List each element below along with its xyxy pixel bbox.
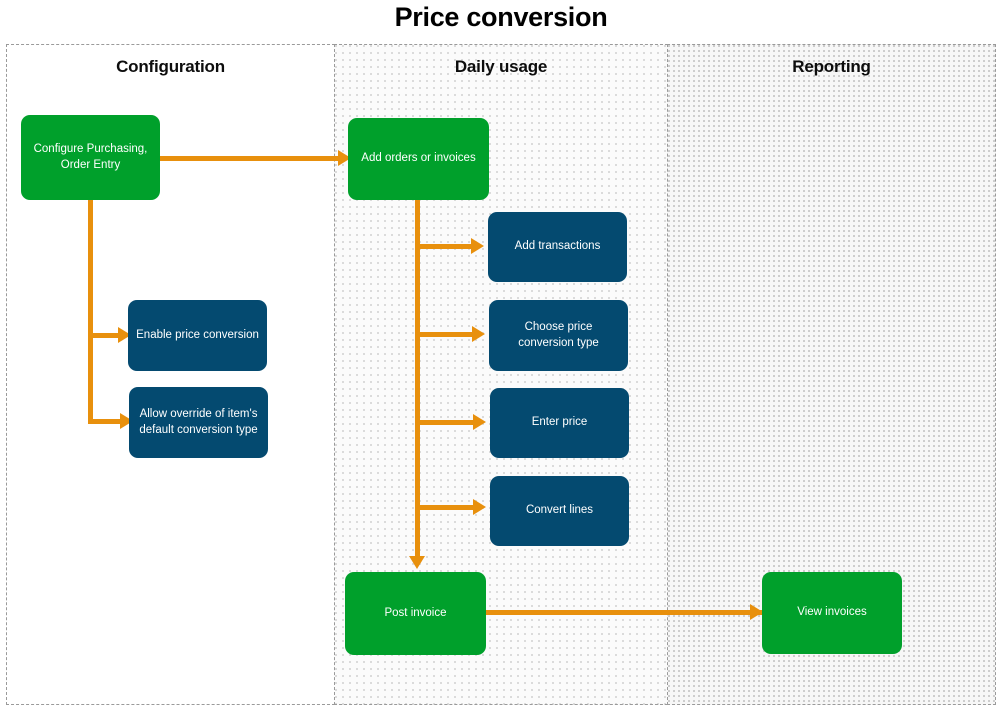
arrowhead-choose-conversion-type	[472, 326, 485, 342]
arrowhead-add-transactions	[471, 238, 484, 254]
connector-add-orders-to-convert-lines	[415, 505, 477, 510]
swimlane-header-configuration: Configuration	[116, 57, 225, 76]
connector-configure-to-enable-price-conversion	[88, 333, 122, 338]
node-enable-price-conversion[interactable]: Enable price conversion	[128, 300, 267, 371]
arrowhead-post-invoice	[409, 556, 425, 569]
connector-configure-trunk	[88, 200, 93, 424]
swimlane-header-reporting: Reporting	[792, 57, 871, 76]
node-add-orders-or-invoices[interactable]: Add orders or invoices	[348, 118, 489, 200]
connector-configure-to-allow-override	[88, 419, 124, 424]
connector-post-invoice-to-view-invoices	[485, 610, 763, 615]
node-allow-override-conversion-type[interactable]: Allow override of item's default convers…	[129, 387, 268, 458]
node-configure-purchasing-order-entry[interactable]: Configure Purchasing, Order Entry	[21, 115, 160, 200]
node-convert-lines[interactable]: Convert lines	[490, 476, 629, 546]
node-enter-price[interactable]: Enter price	[490, 388, 629, 458]
connector-configure-to-add-orders	[160, 156, 340, 161]
swimlane-reporting: Reporting	[667, 44, 996, 705]
page-title: Price conversion	[394, 2, 608, 32]
node-choose-price-conversion-type[interactable]: Choose price conversion type	[489, 300, 628, 371]
arrowhead-view-invoices	[750, 604, 763, 620]
connector-add-orders-to-enter-price	[415, 420, 477, 425]
node-post-invoice[interactable]: Post invoice	[345, 572, 486, 655]
arrowhead-enter-price	[473, 414, 486, 430]
swimlane-header-daily-usage: Daily usage	[454, 57, 548, 76]
arrowhead-convert-lines	[473, 499, 486, 515]
arrowhead-enable-price-conversion	[118, 327, 131, 343]
connector-add-orders-to-add-transactions	[415, 244, 475, 249]
arrowhead-configure-to-add-orders	[338, 150, 351, 166]
connector-add-orders-to-choose-conversion-type	[415, 332, 476, 337]
node-view-invoices[interactable]: View invoices	[762, 572, 902, 654]
connector-add-orders-trunk	[415, 199, 420, 561]
node-add-transactions[interactable]: Add transactions	[488, 212, 627, 282]
